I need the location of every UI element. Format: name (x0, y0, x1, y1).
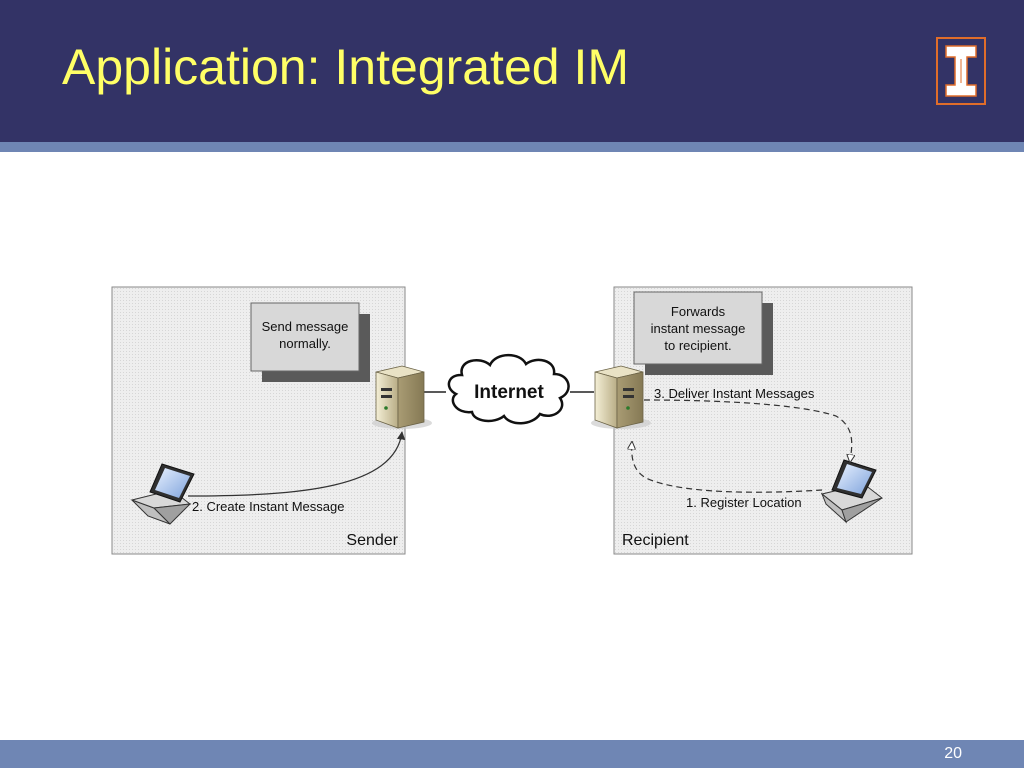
sender-server-icon (372, 365, 432, 429)
slide-footer: 20 (0, 740, 1024, 768)
page-number: 20 (944, 745, 962, 762)
deliver-messages-label: 3. Deliver Instant Messages (654, 386, 815, 401)
internet-cloud-icon: Internet (447, 353, 570, 425)
sender-note: Send message normally. (250, 302, 370, 382)
sender-laptop-icon (130, 463, 195, 525)
create-message-label: 2. Create Instant Message (192, 499, 344, 514)
slide-header (0, 0, 1024, 142)
recipient-note-line2: instant message (651, 321, 746, 336)
header-accent-band (0, 142, 1024, 152)
sender-label: Sender (346, 532, 398, 549)
create-message-arrow (187, 431, 406, 497)
recipient-label: Recipient (622, 532, 689, 549)
recipient-laptop-icon (820, 459, 884, 524)
recipient-note-line3: to recipient. (664, 338, 731, 353)
deliver-messages-arrow (643, 399, 852, 462)
sender-note-line1: Send message (262, 319, 349, 334)
register-location-arrow (632, 442, 823, 493)
slide-title: Application: Integrated IM (62, 39, 629, 95)
recipient-note: Forwards instant message to recipient. (633, 291, 773, 375)
illinois-logo-icon (936, 37, 986, 105)
recipient-note-line1: Forwards (671, 304, 726, 319)
sender-note-line2: normally. (279, 336, 331, 351)
recipient-server-icon (591, 365, 651, 429)
internet-label: Internet (474, 382, 544, 403)
register-location-label: 1. Register Location (686, 495, 802, 510)
